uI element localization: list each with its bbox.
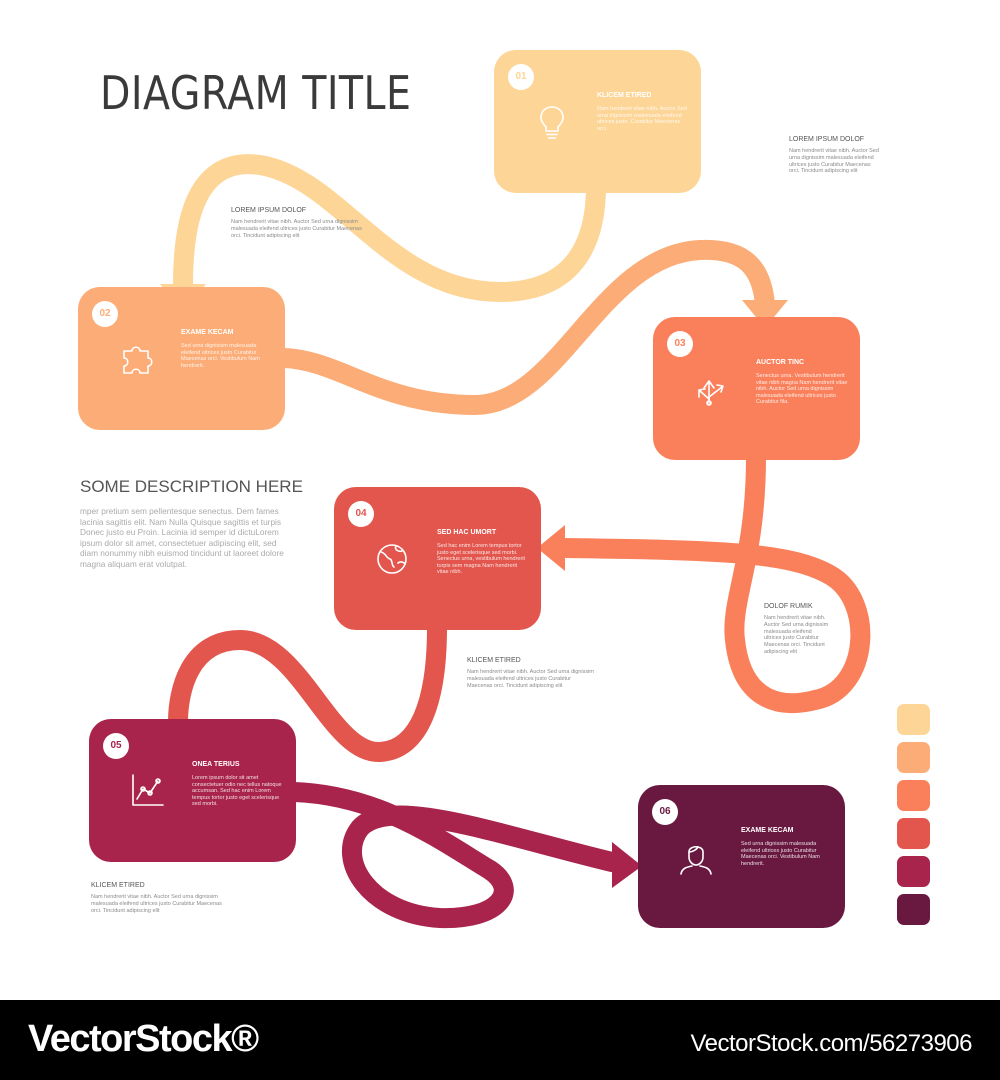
- step-body: Lorem ipsum dolor sit amet consectetuer …: [192, 775, 282, 808]
- note-title: KLICEM ETIRED: [91, 882, 145, 889]
- step-number-badge: 03: [667, 331, 693, 357]
- puzzle-icon: [123, 346, 153, 374]
- step-number-badge: 04: [348, 501, 374, 527]
- arrowhead-step-3: [742, 300, 788, 328]
- color-swatches: [897, 704, 930, 932]
- description-block: SOME DESCRIPTION HERE mper pretium sem p…: [80, 477, 303, 570]
- step-number-badge: 05: [103, 733, 129, 759]
- connector-5-to-6: [284, 782, 622, 929]
- connector-3-to-4: [552, 447, 871, 714]
- connector-2-to-3: [274, 239, 775, 416]
- step-card-2: 02 EXAME KECAM Sed urna dignissim malesu…: [78, 287, 285, 430]
- step-card-5: 05 ONEA TERIUS Lorem ipsum dolor sit ame…: [89, 719, 296, 862]
- description-body: mper pretium sem pellentesque senectus. …: [80, 506, 284, 569]
- person-icon: [680, 845, 712, 875]
- step-number-badge: 01: [508, 64, 534, 90]
- side-note: LOREM IPSUM DOLOF Nam hendrerit vitae ni…: [231, 207, 366, 239]
- step-body: Sed urna dignissim malesuada eleifend ul…: [741, 841, 820, 867]
- step-body: Sed hac enim Lorem tempus tortor justo e…: [437, 543, 526, 576]
- step-title: ONEA TERIUS: [192, 761, 240, 768]
- step-card-4: 04 SED HAC UMORT Sed hac enim Lorem temp…: [334, 487, 541, 630]
- step-card-1: 01 KLICEM ETIRED Nam hendrerit vitae nib…: [494, 50, 701, 193]
- step-body: Nam hendrerit vitae nibh. Auctor Sed urn…: [597, 106, 687, 132]
- swatch-2: [897, 742, 930, 773]
- side-note: DOLOF RUMIK Nam hendrerit vitae nibh. Au…: [764, 603, 830, 656]
- side-note: KLICEM ETIRED Nam hendrerit vitae nibh. …: [91, 882, 231, 914]
- note-title: LOREM IPSUM DOLOF: [231, 207, 307, 214]
- step-number-badge: 06: [652, 799, 678, 825]
- swatch-5: [897, 856, 930, 887]
- step-title: EXAME KECAM: [181, 329, 234, 336]
- swatch-1: [897, 704, 930, 735]
- note-body: Nam hendrerit vitae nibh. Auctor Sed urn…: [467, 669, 594, 689]
- flow-connectors: [155, 154, 871, 929]
- step-title: KLICEM ETIRED: [597, 92, 652, 99]
- note-body: Nam hendrerit vitae nibh. Auctor Sed urn…: [231, 219, 362, 239]
- note-body: Nam hendrerit vitae nibh. Auctor Sed urn…: [789, 148, 879, 175]
- step-title: EXAME KECAM: [741, 827, 794, 834]
- note-body: Nam hendrerit vitae nibh. Auctor Sed urn…: [764, 615, 829, 655]
- step-card-6: 06 EXAME KECAM Sed urna dignissim malesu…: [638, 785, 845, 928]
- note-title: LOREM IPSUM DOLOF: [789, 136, 865, 143]
- connector-4-to-5: [168, 618, 447, 762]
- diagram-canvas: DIAGRAM TITLE 01 KLICEM ETIRED Nam hendr…: [78, 50, 930, 932]
- step-body: Senectus urna. Vestibulum hendrerit vita…: [756, 373, 848, 406]
- chart-icon: [132, 774, 164, 806]
- lightbulb-icon: [540, 106, 564, 139]
- globe-icon: [377, 544, 407, 574]
- step-title: AUCTOR TINC: [756, 359, 805, 366]
- arrowhead-step-4: [537, 525, 565, 571]
- image-credit: VectorStock.com/56273906: [690, 1030, 972, 1057]
- description-title: SOME DESCRIPTION HERE: [80, 477, 303, 496]
- step-number-badge: 02: [92, 301, 118, 327]
- swatch-3: [897, 780, 930, 811]
- step-title: SED HAC UMORT: [437, 529, 497, 536]
- brand-logo: VectorStock®: [28, 1018, 259, 1060]
- step-body: Sed urna dignissim malesuada eleifend ul…: [181, 343, 260, 369]
- arrowhead-step-6: [612, 842, 642, 888]
- note-title: DOLOF RUMIK: [764, 603, 813, 610]
- step-card-3: 03 AUCTOR TINC Senectus urna. Vestibulum…: [653, 317, 860, 460]
- swatch-4: [897, 818, 930, 849]
- side-note: KLICEM ETIRED Nam hendrerit vitae nibh. …: [467, 657, 595, 689]
- arrows-icon: [698, 380, 724, 406]
- note-title: KLICEM ETIRED: [467, 657, 521, 664]
- connector-1-to-2: [173, 154, 606, 303]
- note-body: Nam hendrerit vitae nibh. Auctor Sed urn…: [91, 894, 222, 914]
- swatch-6: [897, 894, 930, 925]
- footer-bar: VectorStock® VectorStock.com/56273906: [0, 1000, 1000, 1080]
- diagram-title: DIAGRAM TITLE: [100, 66, 412, 120]
- side-note: LOREM IPSUM DOLOF Nam hendrerit vitae ni…: [789, 136, 881, 175]
